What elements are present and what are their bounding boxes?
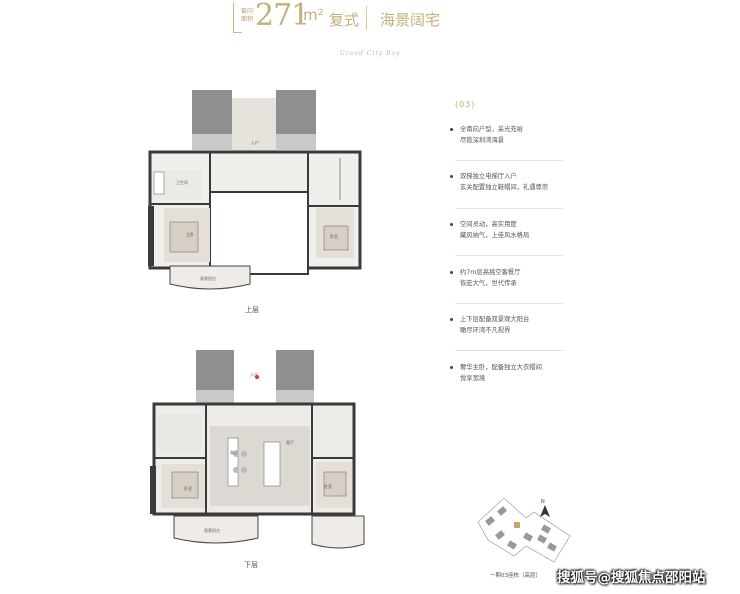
- bullet-icon: [450, 271, 453, 274]
- bullet-icon: [450, 175, 453, 178]
- lower-floor-label: 下层: [244, 561, 258, 569]
- header: 套内 面积 271 m² 复式 海景阔宅: [0, 0, 740, 38]
- watermark: 搜狐号@搜狐焦点邵阳站: [557, 570, 706, 586]
- upper-bedroom-label: 卧室: [330, 234, 338, 239]
- lower-floor-plan: [140, 346, 380, 558]
- feature-line: 上下层配备双景观大阳台: [460, 316, 530, 323]
- lower-dining-label: 餐厅: [230, 450, 238, 455]
- script-signature: Grand City Bay: [340, 50, 401, 57]
- feature-divider: [455, 350, 563, 351]
- header-divider: [366, 6, 367, 30]
- feature-line: 奢华主卧，配备独立大衣帽间: [460, 364, 542, 371]
- header-bracket: [233, 2, 242, 33]
- feature-item: 上下层配备双景观大阳台 瞰尽环湾不凡视界: [450, 314, 570, 336]
- unit-number: (03): [455, 100, 476, 109]
- feature-item: 空间灵动，高实用度 藏风纳气，上佳风水格局: [450, 219, 570, 241]
- feature-line: 藏风纳气，上佳风水格局: [460, 232, 530, 239]
- feature-divider: [455, 303, 563, 304]
- lower-bedroom1-label: 卧室: [184, 486, 192, 491]
- area-number: 271: [255, 0, 310, 33]
- bullet-icon: [450, 366, 453, 369]
- subtitle: 海景阔宅: [380, 11, 441, 29]
- area-tag: 套内 面积: [240, 8, 253, 23]
- compass-label: N: [541, 499, 545, 505]
- upper-balcony-label: 观景阳台: [200, 276, 216, 281]
- feature-item: 奢华主卧，配备独立大衣帽间 悦享宽境: [450, 362, 570, 384]
- feature-line: 空间灵动，高实用度: [460, 221, 517, 228]
- area-type: 复式: [329, 11, 360, 29]
- lower-entry-label: 入户: [250, 372, 258, 377]
- lower-balcony-label: 观景阳台: [204, 528, 220, 533]
- upper-floor-plan: [140, 88, 380, 300]
- compass-icon: [540, 505, 550, 517]
- upper-master-label: 主卧: [186, 232, 194, 237]
- feature-item: 约7m层高挑空客餐厅 恢宏大气，世代传承: [450, 267, 570, 289]
- feature-line: 约7m层高挑空客餐厅: [460, 269, 521, 276]
- lower-bedroom2-label: 卧室: [324, 484, 332, 489]
- feature-line: 瞰尽环湾不凡视界: [460, 327, 511, 334]
- feature-line: 全南向户型，采光充裕: [460, 126, 523, 133]
- feature-line: 尽揽深圳湾海景: [460, 137, 505, 144]
- bullet-icon: [450, 223, 453, 226]
- feature-divider: [455, 160, 563, 161]
- feature-line: 悦享宽境: [460, 375, 486, 382]
- area-unit: m²: [303, 6, 324, 24]
- feature-line: 恢宏大气，世代传承: [460, 280, 517, 287]
- feature-line: 双梯独立电梯厅入户: [460, 173, 517, 180]
- feature-divider: [455, 208, 563, 209]
- bullet-icon: [450, 128, 453, 131]
- feature-line: 玄关配置独立鞋帽间，礼遇尊崇: [460, 184, 549, 191]
- feature-divider: [455, 255, 563, 256]
- feature-item: 双梯独立电梯厅入户 玄关配置独立鞋帽间，礼遇尊崇: [450, 171, 570, 193]
- lower-living-label: 客厅: [286, 440, 294, 445]
- upper-entry-label: 入户: [251, 140, 259, 145]
- bullet-icon: [450, 318, 453, 321]
- upper-bath-label: 卫生间: [176, 180, 188, 185]
- feature-item: 全南向户型，采光充裕 尽揽深圳湾海景: [450, 124, 570, 146]
- upper-floor-label: 上层: [245, 306, 259, 314]
- site-plan-map: [477, 497, 571, 563]
- site-caption: 一期03座栋（高层）: [490, 573, 541, 579]
